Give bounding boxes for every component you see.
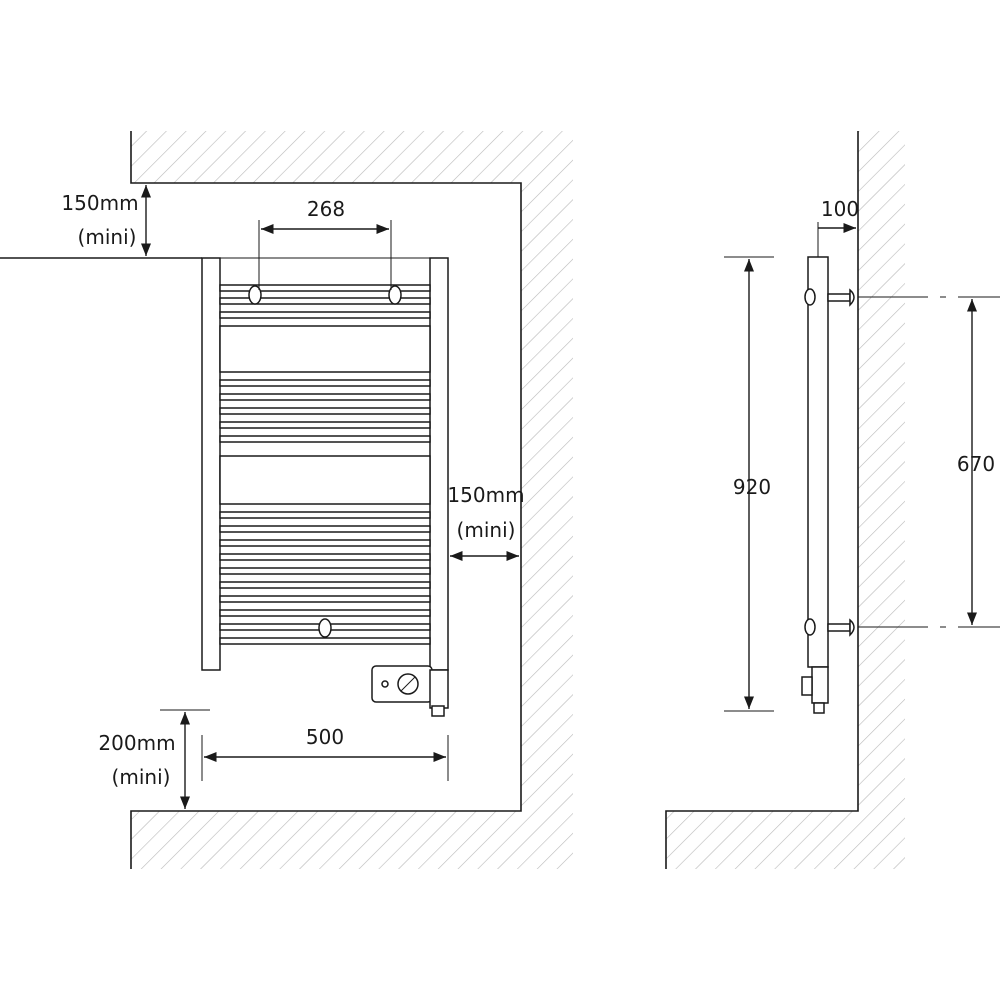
bracket-bottom xyxy=(318,618,332,638)
floor-clearance-value: 200mm xyxy=(98,731,175,755)
heating-element xyxy=(371,665,449,717)
wall-offset-value: 100 xyxy=(821,197,859,221)
floor-clearance-note: (mini) xyxy=(112,765,171,789)
right-collector xyxy=(429,257,449,671)
front-wall xyxy=(130,131,573,869)
dim-width: 500 xyxy=(201,725,449,781)
horizontal-bars xyxy=(219,284,431,645)
dim-side-clearance: 150mm (mini) xyxy=(447,483,525,562)
dim-bracket-spacing-side: 670 xyxy=(858,296,1000,628)
height-value: 920 xyxy=(733,475,771,499)
bracket-spacing-front-value: 268 xyxy=(307,197,345,221)
side-clearance-note: (mini) xyxy=(457,518,516,542)
dim-top-clearance: 150mm (mini) xyxy=(0,185,202,259)
bracket-spacing-side-value: 670 xyxy=(957,452,995,476)
side-wall xyxy=(665,131,905,869)
side-clearance-value: 150mm xyxy=(447,483,524,507)
dim-floor-clearance: 200mm (mini) xyxy=(98,709,210,809)
towel-rail-front xyxy=(201,257,449,717)
dim-height: 920 xyxy=(724,256,774,712)
bracket-right xyxy=(388,285,402,305)
dim-wall-offset: 100 xyxy=(817,197,859,257)
side-collector xyxy=(807,256,829,668)
towel-rail-side xyxy=(801,256,855,714)
width-value: 500 xyxy=(306,725,344,749)
top-clearance-value: 150mm xyxy=(61,191,138,215)
top-clearance-note: (mini) xyxy=(78,225,137,249)
dim-bracket-spacing-front: 268 xyxy=(258,197,392,290)
bracket-left xyxy=(248,285,262,305)
left-collector xyxy=(201,257,221,671)
